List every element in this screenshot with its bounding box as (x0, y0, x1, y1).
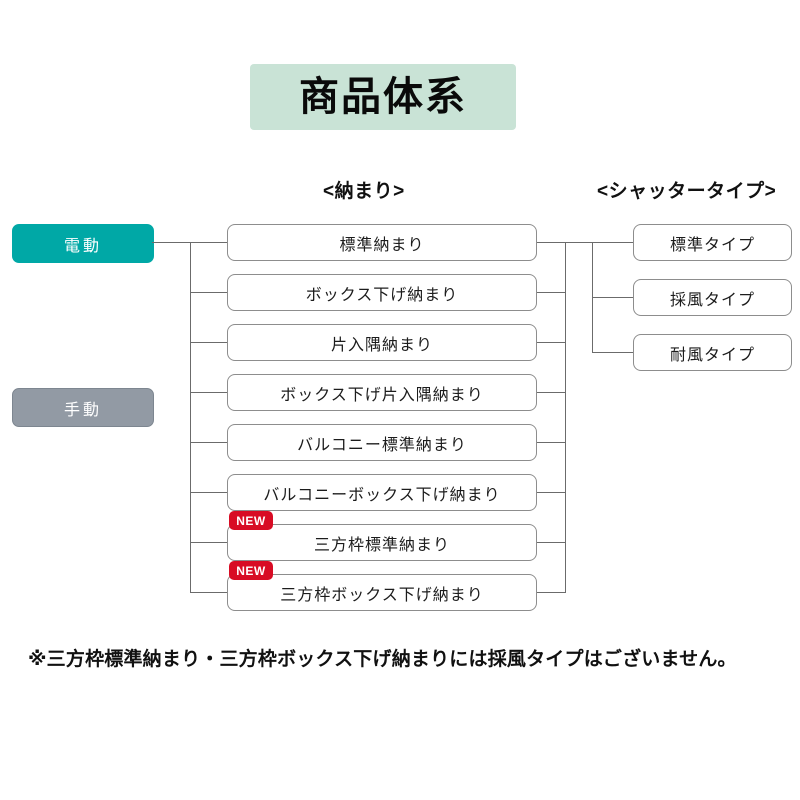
connector-trunk-to-node-8 (190, 592, 228, 593)
shutter-node-3-label: 耐風タイプ (669, 346, 755, 364)
shutter-node-1[interactable]: 標準タイプ (633, 224, 792, 261)
footnote: ※三方枠標準納まり・三方枠ボックス下げ納まりには採風タイプはございません。 (28, 649, 737, 670)
osamari-node-2-label: ボックス下げ納まり (305, 286, 459, 304)
osamari-node-5[interactable]: バルコニー標準納まり (227, 424, 537, 461)
category-pill-electric-label: 電動 (63, 237, 102, 255)
connector-electric-to-trunk (152, 242, 191, 243)
page-title-banner: 商品体系 (250, 64, 516, 130)
new-badge-node-8: NEW (229, 561, 273, 580)
page-title: 商品体系 (299, 75, 467, 119)
connector-shutter-trunk-to-type-2 (592, 297, 634, 298)
connector-shutter-trunk-to-type-3 (592, 352, 634, 353)
osamari-node-3-label: 片入隅納まり (330, 336, 433, 354)
connector-trunk-to-node-4 (190, 392, 228, 393)
osamari-node-7-label: 三方枠標準納まり (313, 536, 450, 554)
connector-right-trunk-to-shutter-trunk (565, 242, 593, 243)
connector-trunk-to-node-5 (190, 442, 228, 443)
osamari-node-6-label: バルコニーボックス下げ納まり (263, 486, 501, 504)
new-badge-node-8-label: NEW (236, 563, 266, 578)
osamari-node-1[interactable]: 標準納まり (227, 224, 537, 261)
connector-trunk-to-node-7 (190, 542, 228, 543)
shutter-node-1-label: 標準タイプ (669, 236, 755, 254)
connector-node-6-to-right-trunk (537, 492, 566, 493)
shutter-node-2-label: 採風タイプ (669, 291, 755, 309)
osamari-node-2[interactable]: ボックス下げ納まり (227, 274, 537, 311)
osamari-node-3[interactable]: 片入隅納まり (227, 324, 537, 361)
column-header-osamari: <納まり> (323, 181, 405, 202)
connector-trunk-to-node-1 (190, 242, 228, 243)
connector-node-8-to-right-trunk (537, 592, 566, 593)
connector-node-4-to-right-trunk (537, 392, 566, 393)
connector-node-3-to-right-trunk (537, 342, 566, 343)
connector-node-7-to-right-trunk (537, 542, 566, 543)
category-pill-electric: 電動 (12, 224, 154, 263)
osamari-node-6[interactable]: バルコニーボックス下げ納まり (227, 474, 537, 511)
new-badge-node-7-label: NEW (236, 513, 266, 528)
column-header-shutter-type: <シャッタータイプ> (597, 181, 777, 202)
osamari-node-1-label: 標準納まり (339, 236, 425, 254)
osamari-node-8-label: 三方枠ボックス下げ納まり (280, 586, 484, 604)
connector-trunk-to-node-3 (190, 342, 228, 343)
new-badge-node-7: NEW (229, 511, 273, 530)
connector-node-1-to-right-trunk (537, 242, 566, 243)
connector-shutter-trunk-to-type-1 (592, 242, 634, 243)
shutter-node-3[interactable]: 耐風タイプ (633, 334, 792, 371)
connector-trunk-to-node-6 (190, 492, 228, 493)
osamari-node-4-label: ボックス下げ片入隅納まり (280, 386, 484, 404)
osamari-node-4[interactable]: ボックス下げ片入隅納まり (227, 374, 537, 411)
connector-node-5-to-right-trunk (537, 442, 566, 443)
osamari-node-8[interactable]: 三方枠ボックス下げ納まり (227, 574, 537, 611)
osamari-node-5-label: バルコニー標準納まり (297, 436, 467, 454)
shutter-node-2[interactable]: 採風タイプ (633, 279, 792, 316)
connector-right-trunk (565, 242, 566, 592)
osamari-node-7[interactable]: 三方枠標準納まり (227, 524, 537, 561)
category-pill-manual-label: 手動 (63, 401, 102, 419)
category-pill-manual: 手動 (12, 388, 154, 427)
connector-left-trunk (190, 242, 191, 592)
connector-trunk-to-node-2 (190, 292, 228, 293)
connector-node-2-to-right-trunk (537, 292, 566, 293)
